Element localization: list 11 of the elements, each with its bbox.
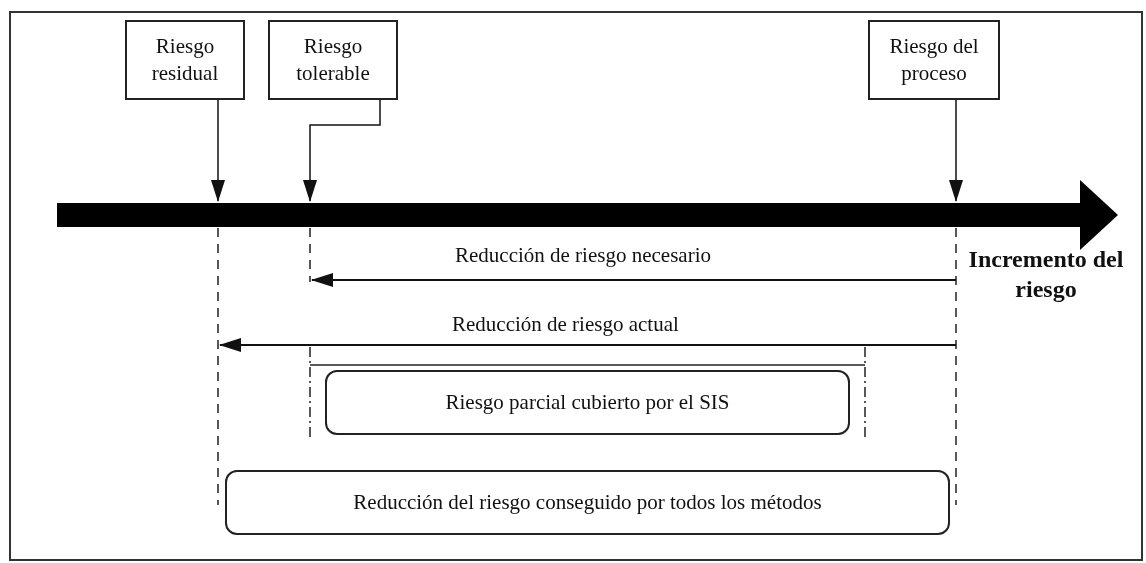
label-box: Riesgo residual [125, 20, 245, 100]
dimension-label: Reducción de riesgo actual [452, 312, 679, 337]
arrow [303, 99, 381, 202]
label-box: Riesgo del proceso [868, 20, 1000, 100]
rounded-box: Riesgo parcial cubierto por el SIS [325, 370, 850, 435]
label-box: Riesgo tolerable [268, 20, 398, 100]
rounded-box: Reducción del riesgo conseguido por todos los métodos [225, 470, 950, 535]
arrow [949, 99, 963, 202]
dimension-label: Reducción de riesgo necesario [455, 243, 711, 268]
arrow [211, 99, 225, 202]
axis-label: Incremento del riesgo [967, 245, 1125, 304]
